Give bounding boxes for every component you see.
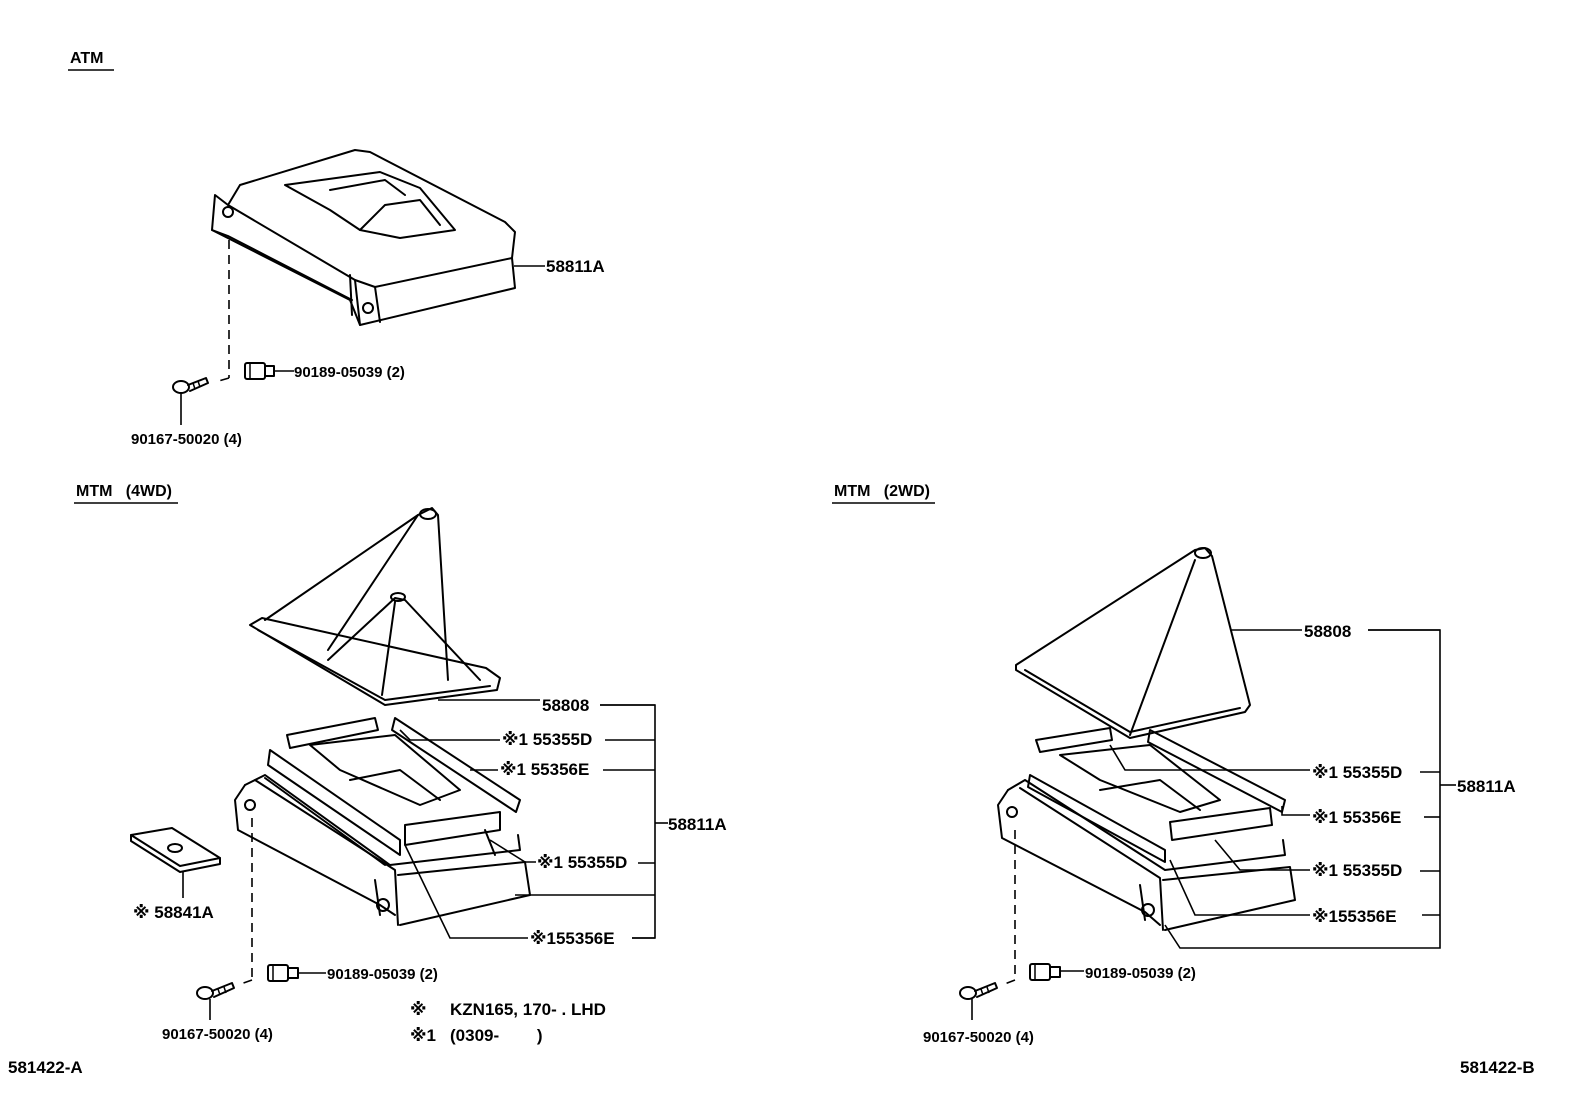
mtm-2wd-pad-e1-part-number: ※1 55356E <box>1312 808 1401 827</box>
mtm-4wd-shift-boot-drawing <box>249 507 501 706</box>
atm-section-title: ATM <box>70 50 103 67</box>
mtm-4wd-boot-part-number: 58808 <box>542 696 589 715</box>
mtm-4wd-screw-icon <box>196 982 235 1000</box>
mtm-2wd-screw-part-number: 90167-50020 (4) <box>923 1029 1034 1046</box>
mtm-4wd-plate-icon <box>130 827 221 873</box>
footer-code-right: 581422-B <box>1460 1058 1535 1077</box>
mtm-2wd-assembly-bracket <box>1164 629 1441 949</box>
mtm-2wd-pad-d2-part-number: ※1 55355D <box>1312 861 1402 880</box>
mtm-4wd-pad-e2-part-number: ※155356E <box>530 929 615 948</box>
mtm-2wd-section-title: MTM (2WD) <box>834 483 930 500</box>
atm-clip-icon <box>244 362 275 380</box>
atm-screw-icon <box>172 377 209 394</box>
mtm-4wd-plate-part-number: ※ 58841A <box>133 903 214 922</box>
mtm-2wd-shift-boot-drawing <box>1015 547 1251 739</box>
mtm-4wd-assembly-bracket <box>600 704 656 939</box>
mtm-2wd-screw-icon <box>959 982 998 1000</box>
mtm-4wd-pad-e1-part-number: ※1 55356E <box>500 760 589 779</box>
note-2-text: (0309- ) <box>450 1026 543 1045</box>
atm-clip-part-number: 90189-05039 (2) <box>294 364 405 381</box>
mtm-2wd-clip-icon <box>1029 963 1061 981</box>
atm-shift-cover-drawing <box>211 149 516 326</box>
note-2-mark: ※1 <box>410 1026 436 1045</box>
mtm-4wd-clip-icon <box>267 964 299 982</box>
atm-screw-part-number: 90167-50020 (4) <box>131 431 242 448</box>
mtm-4wd-section-title: MTM (4WD) <box>76 483 172 500</box>
mtm-4wd-assembly-part-number: 58811A <box>668 815 727 834</box>
mtm-2wd-clip-part-number: 90189-05039 (2) <box>1085 965 1196 982</box>
mtm-2wd-assembly-part-number: 58811A <box>1457 777 1516 796</box>
mtm-2wd-pad-e2-part-number: ※155356E <box>1312 907 1397 926</box>
mtm-4wd-console-drawing <box>234 717 531 926</box>
footer-code-left: 581422-A <box>8 1058 83 1077</box>
note-1-text: KZN165, 170- . LHD <box>450 1000 606 1019</box>
mtm-4wd-pad-d2-part-number: ※1 55355D <box>537 853 627 872</box>
mtm-2wd-pad-d1-part-number: ※1 55355D <box>1312 763 1402 782</box>
atm-cover-part-number: 58811A <box>546 257 605 276</box>
mtm-2wd-console-drawing <box>997 727 1296 931</box>
mtm-4wd-screw-part-number: 90167-50020 (4) <box>162 1026 273 1043</box>
mtm-4wd-clip-part-number: 90189-05039 (2) <box>327 966 438 983</box>
mtm-2wd-boot-part-number: 58808 <box>1304 622 1351 641</box>
mtm-4wd-pad-d1-part-number: ※1 55355D <box>502 730 592 749</box>
note-1-mark: ※ <box>410 1000 427 1019</box>
